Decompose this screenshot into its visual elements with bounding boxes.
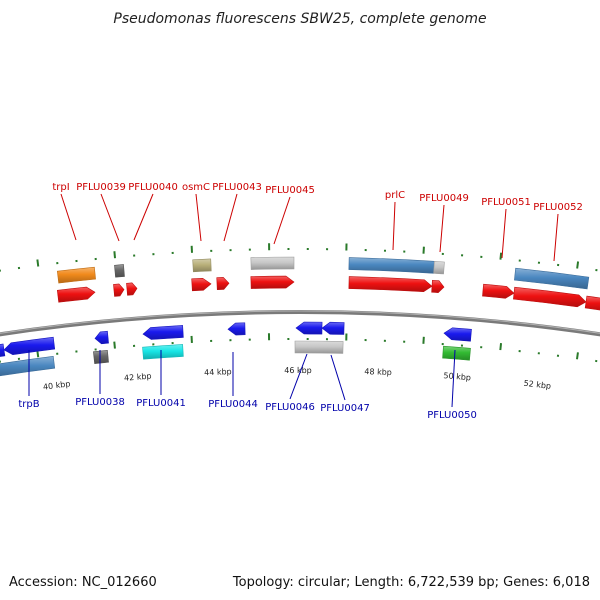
gene-label-upper[interactable]: trpI xyxy=(52,182,69,193)
gene-feature-prlC-tail[interactable] xyxy=(433,261,445,275)
gene-pflu0052[interactable] xyxy=(513,286,587,308)
gene-feature-pflu0046[interactable] xyxy=(294,340,344,354)
topology-summary: Topology: circular; Length: 6,722,539 bp… xyxy=(232,575,590,590)
gene-label-upper[interactable]: PFLU0049 xyxy=(419,193,469,204)
gene-feature-pflu0050[interactable] xyxy=(442,345,471,361)
gene-feature-trpB[interactable] xyxy=(0,355,56,377)
genome-title: Pseudomonas fluorescens SBW25, complete … xyxy=(113,11,486,27)
gene-label-upper[interactable]: PFLU0045 xyxy=(265,185,315,196)
gene-pflu0043[interactable] xyxy=(216,277,230,290)
gene-pflu0050[interactable] xyxy=(443,327,472,342)
gene-pflu0045[interactable] xyxy=(250,275,295,289)
genome-backbone-highlight xyxy=(0,310,600,334)
gene-offscreen-right[interactable] xyxy=(584,295,600,312)
gene-label-lower[interactable]: PFLU0041 xyxy=(136,398,186,409)
gene-leader-line xyxy=(195,193,202,242)
gene-label-lower[interactable]: PFLU0038 xyxy=(75,397,125,408)
gene-pflu0039[interactable] xyxy=(113,283,125,297)
genome-backbone xyxy=(0,310,600,337)
major-tick xyxy=(113,251,117,259)
gene-pflu0049[interactable] xyxy=(431,279,445,293)
gene-leader-line xyxy=(451,349,456,408)
gene-label-upper[interactable]: PFLU0039 xyxy=(76,182,126,193)
gene-label-lower[interactable]: PFLU0050 xyxy=(427,410,477,421)
map-layer: 40 kbp 42 kbp 44 kbp 46 kbp 48 kbp 50 kbp 52 k… xyxy=(0,182,600,421)
accession-text: Accession: NC_012660 xyxy=(9,575,157,590)
major-tick xyxy=(36,259,40,267)
gene-pflu0040[interactable] xyxy=(126,282,138,296)
gene-leader-line xyxy=(100,193,120,242)
gene-osmC[interactable] xyxy=(191,277,212,292)
gene-leader-line xyxy=(553,213,559,262)
gene-leader-line xyxy=(133,193,154,241)
major-tick xyxy=(575,352,579,360)
gene-feature-small[interactable] xyxy=(114,264,125,278)
gene-pflu0051[interactable] xyxy=(482,283,515,299)
gene-label-lower[interactable]: PFLU0044 xyxy=(208,399,258,410)
gene-label-lower[interactable]: PFLU0047 xyxy=(320,403,370,414)
scale-label: 52 kbp xyxy=(523,379,551,391)
gene-label-lower[interactable]: PFLU0046 xyxy=(265,402,315,413)
gene-feature-prlC[interactable] xyxy=(348,257,435,274)
gene-feature-pflu0052[interactable] xyxy=(514,267,590,290)
gene-leader-line xyxy=(501,208,507,259)
gene-leader-line xyxy=(439,204,445,253)
major-tick xyxy=(576,261,580,269)
major-tick xyxy=(113,341,116,349)
gene-leader-line xyxy=(392,201,396,251)
major-tick xyxy=(499,342,503,351)
gene-prlC[interactable] xyxy=(348,276,433,293)
gene-pflu0038[interactable] xyxy=(94,330,109,345)
gene-leader-line xyxy=(60,193,77,241)
gene-label-upper[interactable]: PFLU0051 xyxy=(481,197,531,208)
gene-label-upper[interactable]: PFLU0040 xyxy=(128,182,178,193)
scale-label: 40 kbp xyxy=(42,379,70,391)
gene-pflu0046[interactable] xyxy=(295,321,323,335)
gene-leader-line xyxy=(289,353,308,400)
gene-label-upper[interactable]: PFLU0052 xyxy=(533,202,583,213)
scale-label: 46 kbp xyxy=(284,366,312,375)
gene-pflu0047[interactable] xyxy=(321,321,345,335)
scale-label: 48 kbp xyxy=(364,367,392,377)
gene-feature-osmC[interactable] xyxy=(192,258,212,273)
gene-trpI[interactable] xyxy=(56,286,96,303)
scale-label: 42 kbp xyxy=(124,372,152,383)
gene-label-lower[interactable]: trpB xyxy=(18,399,39,410)
gene-feature-pflu0045[interactable] xyxy=(250,256,295,270)
gene-trpB[interactable] xyxy=(3,336,56,355)
lower-tick-ring xyxy=(0,333,598,363)
scale-label: 44 kbp xyxy=(204,367,232,377)
gene-label-upper[interactable]: prlC xyxy=(385,190,405,201)
gene-leader-line xyxy=(330,354,346,401)
gene-pflu0041[interactable] xyxy=(142,325,184,340)
gene-feature-pflu0041[interactable] xyxy=(142,344,184,360)
gene-label-upper[interactable]: osmC xyxy=(182,182,210,193)
gene-label-upper[interactable]: PFLU0043 xyxy=(212,182,262,193)
gene-pflu0044[interactable] xyxy=(227,322,246,336)
gene-feature-pflu0038[interactable] xyxy=(93,349,109,364)
major-tick xyxy=(499,252,503,260)
gene-trpI-paralog[interactable] xyxy=(56,266,96,284)
scale-label: 50 kbp xyxy=(443,371,471,382)
gene-offscreen-left[interactable] xyxy=(0,343,6,357)
upper-tick-ring xyxy=(0,243,598,272)
gene-leader-line xyxy=(273,196,291,245)
gene-leader-line xyxy=(223,193,238,242)
